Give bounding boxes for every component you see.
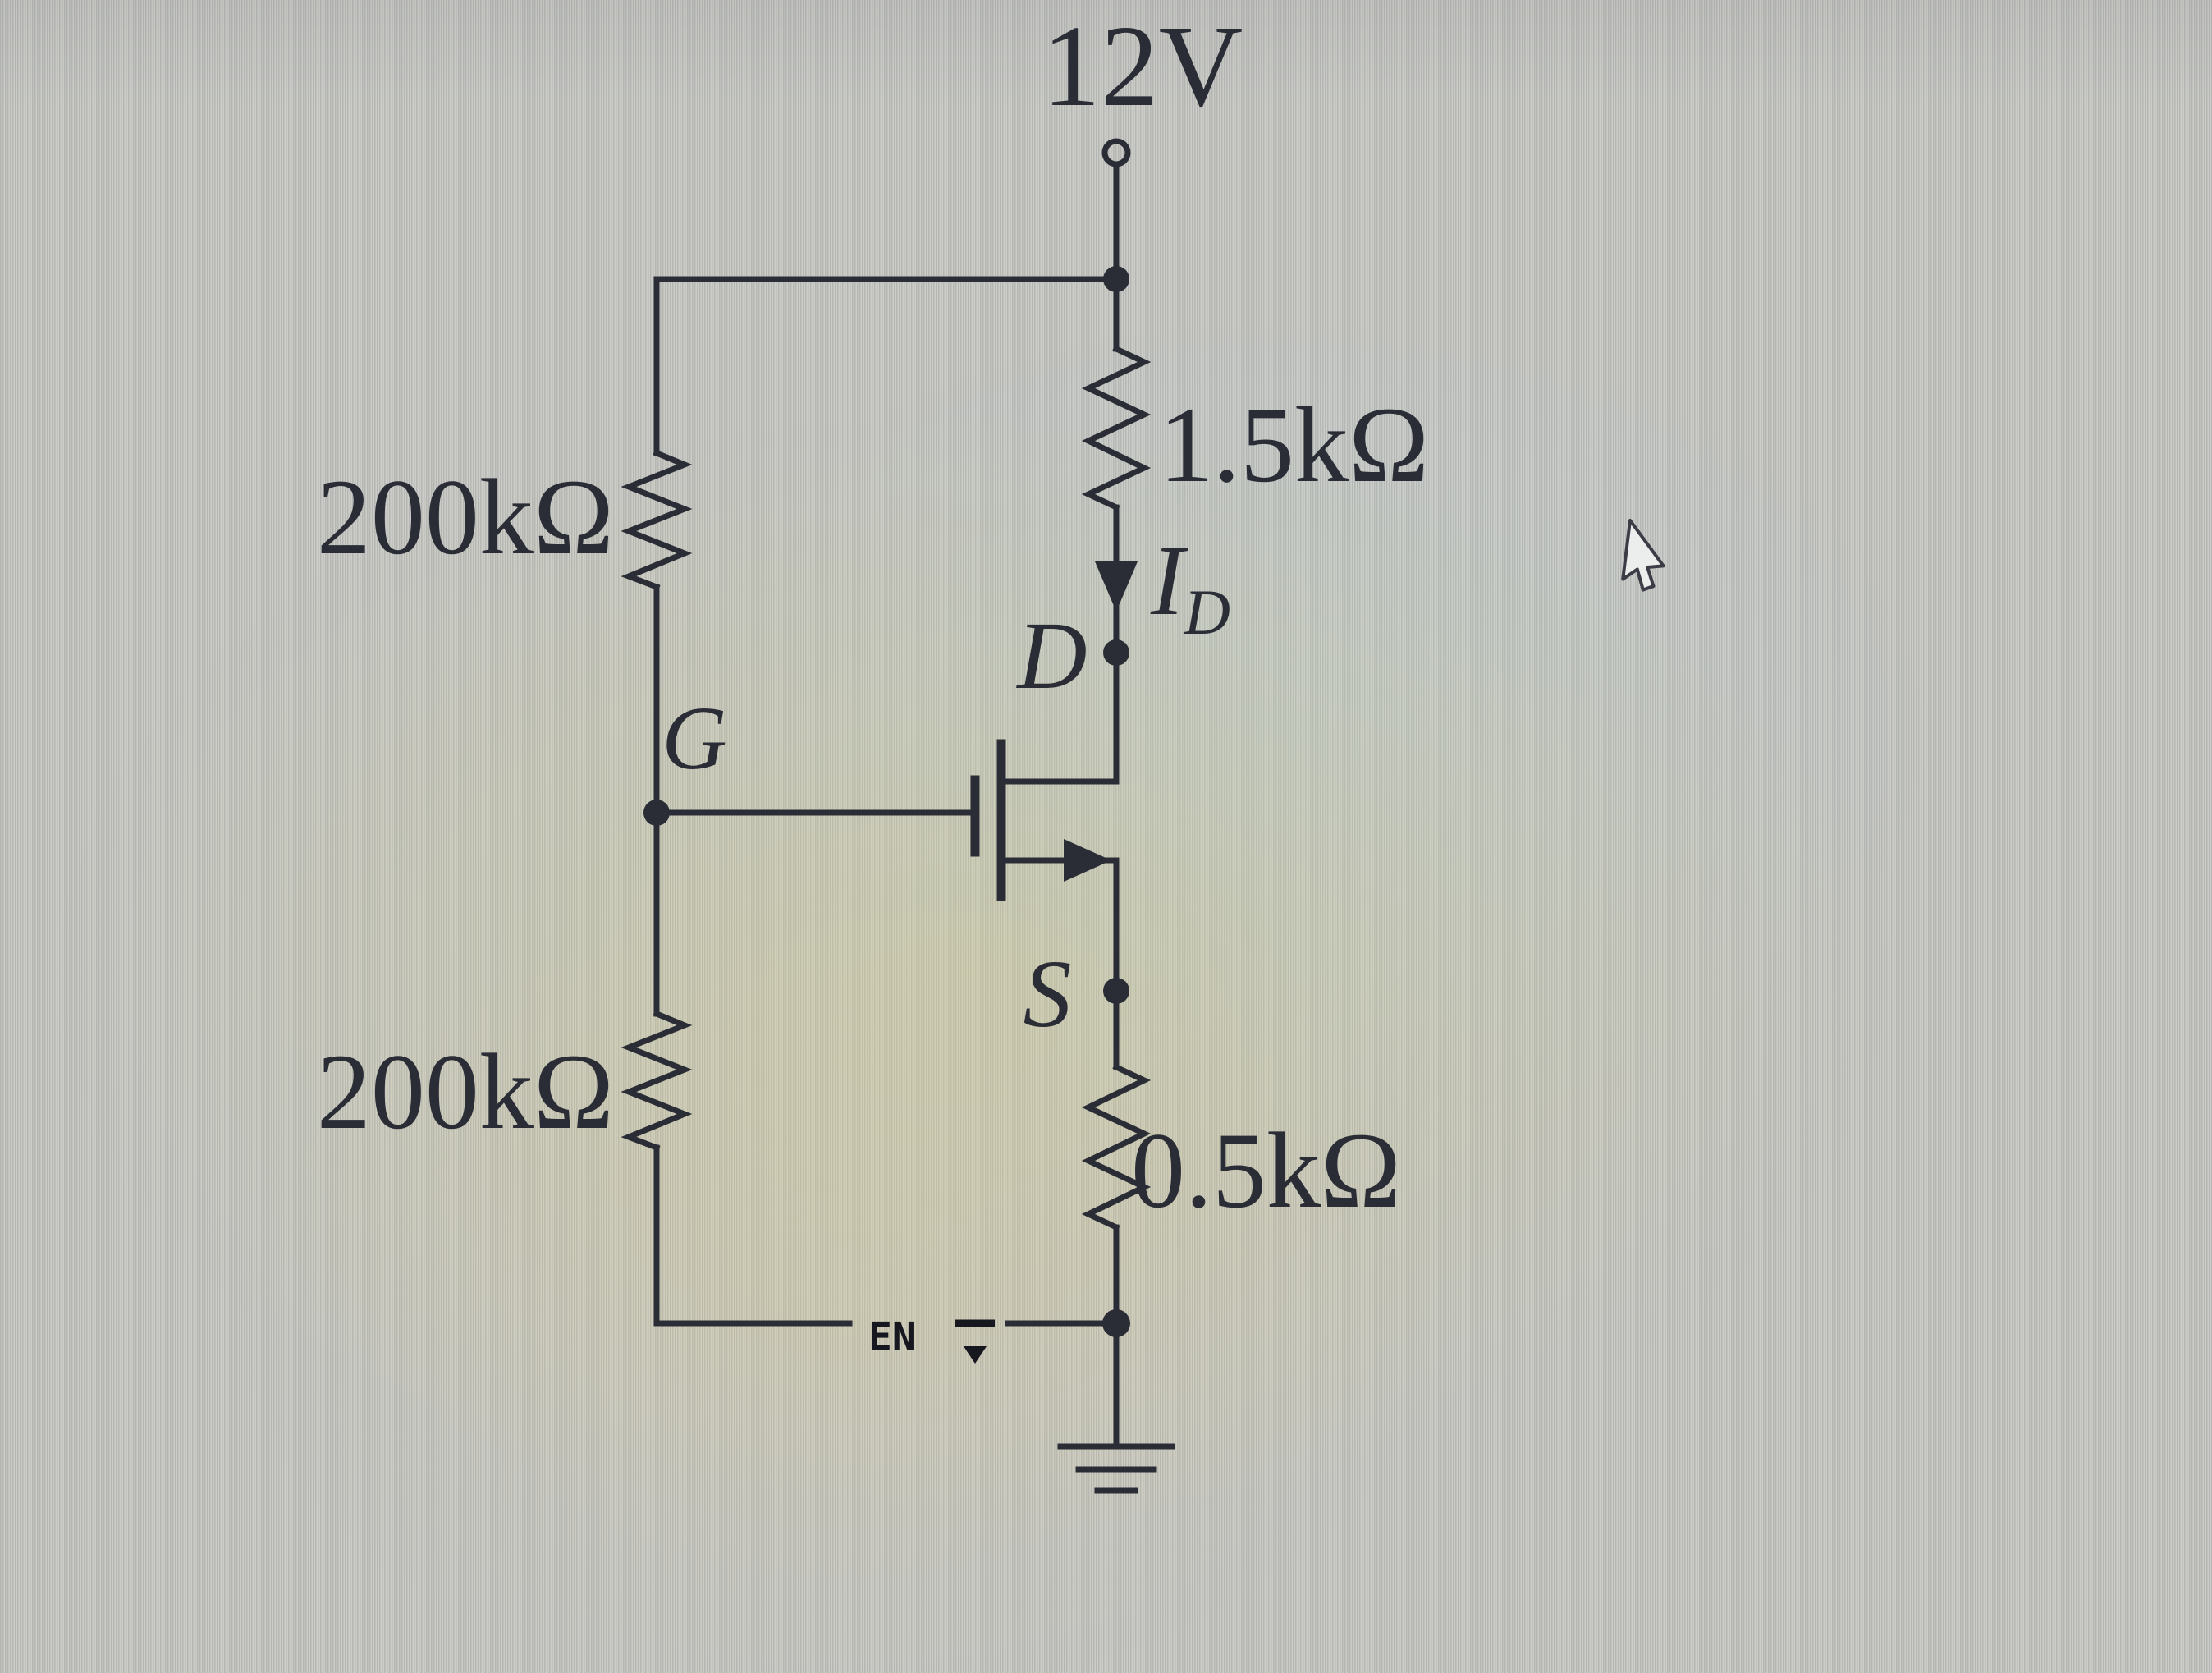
watermark-text: EN	[868, 1314, 916, 1360]
resistor-r1-label: 200kΩ	[317, 456, 614, 577]
mosfet-source-connection	[1003, 857, 1120, 994]
current-direction-arrow-icon	[1095, 561, 1138, 612]
resistor-rd-label: 1.5kΩ	[1159, 384, 1429, 505]
supply-terminal-icon	[1101, 138, 1131, 167]
resistor-r2-label: 200kΩ	[317, 1031, 614, 1152]
resistor-r2-zigzag	[621, 1010, 693, 1152]
resistor-r1-zigzag	[621, 449, 693, 591]
node-drain-label: D	[1015, 602, 1087, 709]
drain-current-subscript: D	[1184, 576, 1230, 648]
resistor-rs-zigzag	[1081, 1063, 1152, 1231]
drain-current-symbol: I	[1150, 525, 1188, 636]
supply-voltage-label: 12V	[1042, 1, 1243, 131]
mosfet-drain-connection	[1003, 649, 1120, 785]
ground-icon	[1057, 1443, 1175, 1494]
mosfet-source-arrow-icon	[1064, 839, 1111, 882]
drain-current-label: ID	[1150, 525, 1230, 648]
watermark-dash-caret-icon	[955, 1319, 995, 1364]
mouse-pointer-icon	[1621, 519, 1665, 592]
resistor-rs-label: 0.5kΩ	[1131, 1110, 1401, 1231]
node-gate-label: G	[662, 688, 726, 788]
node-source-label: S	[1024, 940, 1072, 1047]
mosfet-symbol	[653, 649, 1120, 994]
resistor-rd-zigzag	[1081, 345, 1152, 511]
